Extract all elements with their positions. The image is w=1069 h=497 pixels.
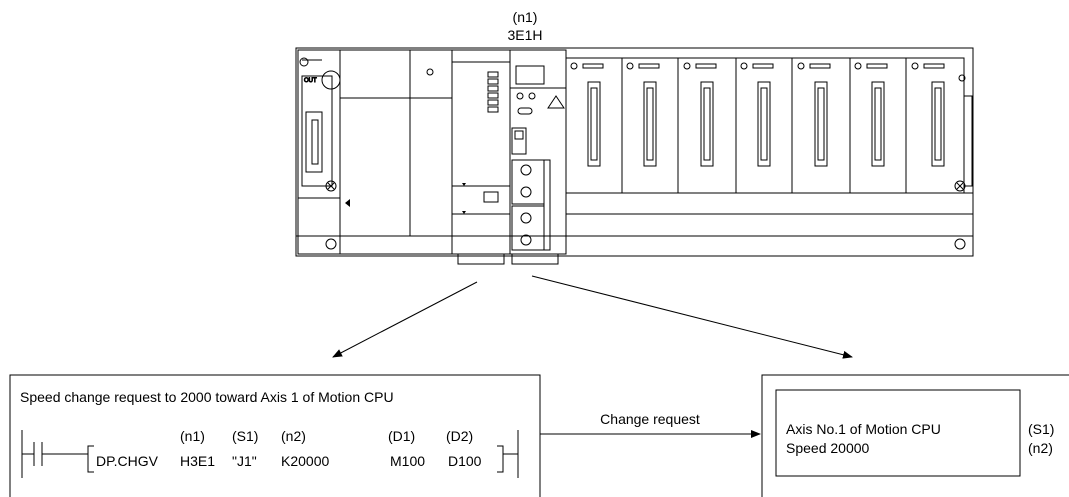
operand-d2-value: D100 <box>448 453 482 469</box>
program-box: Speed change request to 2000 toward Axis… <box>9 374 541 497</box>
out-label: OUT <box>304 78 317 84</box>
operand-s1-value: "J1" <box>232 453 257 469</box>
motion-speed-line: Speed 20000 <box>786 440 870 456</box>
operand-n1-value: H3E1 <box>180 453 215 469</box>
operand-n1-param: (n1) <box>180 428 205 444</box>
io-slots <box>565 57 965 194</box>
plc-rack: OUT <box>295 47 974 265</box>
program-title: Speed change request to 2000 toward Axis… <box>20 389 394 405</box>
instruction-name: DP.CHGV <box>96 453 159 469</box>
motion-box: Axis No.1 of Motion CPU Speed 20000 (S1)… <box>761 374 1069 497</box>
motion-param-s1: (S1) <box>1028 421 1054 437</box>
operand-n2-param: (n2) <box>281 428 306 444</box>
change-request-label: Change request <box>600 411 700 427</box>
ladder-rung <box>21 430 519 478</box>
motion-axis-line: Axis No.1 of Motion CPU <box>786 421 941 437</box>
motion-cpu-module <box>509 49 567 265</box>
operand-n2-value: K20000 <box>281 453 329 469</box>
operand-d1-param: (D1) <box>388 428 415 444</box>
module-address-label: 3E1H <box>507 27 542 43</box>
operand-d1-value: M100 <box>390 453 425 469</box>
cpu-module <box>451 49 511 265</box>
operand-s1-param: (S1) <box>232 428 258 444</box>
arrow-to-program <box>332 281 478 358</box>
motion-param-n2: (n2) <box>1028 440 1053 456</box>
motion-inner-box <box>775 389 1021 477</box>
operand-d2-param: (D2) <box>446 428 473 444</box>
power-supply-module <box>297 49 341 255</box>
module-parameter-label: (n1) <box>513 9 538 25</box>
arrow-to-motion <box>531 275 853 359</box>
